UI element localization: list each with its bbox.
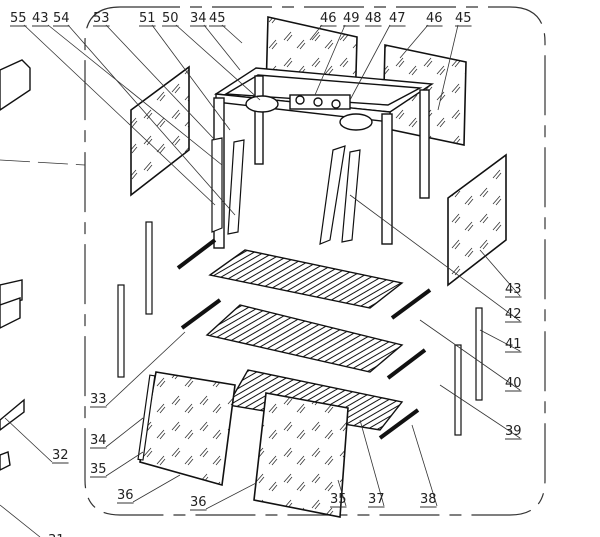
glass-panel-front-right xyxy=(253,392,349,518)
leader-lines xyxy=(0,24,521,537)
callout-label: 46 xyxy=(426,11,443,26)
callout-label: 48 xyxy=(365,11,382,26)
side-rack-right-back xyxy=(475,307,483,401)
callout-label: 32 xyxy=(52,448,69,463)
side-rack-right-front xyxy=(454,344,462,436)
callout-label: 38 xyxy=(420,492,437,507)
rail-43 xyxy=(319,145,346,245)
callout-label: 37 xyxy=(368,492,385,507)
callout-label: 43 xyxy=(505,282,522,297)
callout-label: 41 xyxy=(505,337,522,352)
callout-label: 47 xyxy=(389,11,406,26)
callout-label: 45 xyxy=(455,11,472,26)
runner xyxy=(176,238,217,270)
callout-labels: 55 43 54 53 51 50 34 45 46 49 48 47 46 4… xyxy=(10,11,522,537)
callout-label: 36 xyxy=(190,495,207,510)
callout-label: 42 xyxy=(505,307,522,322)
top-frame xyxy=(213,67,435,249)
callout-label: 40 xyxy=(505,376,522,391)
callout-label: 45 xyxy=(209,11,226,26)
callout-label: 55 xyxy=(10,11,27,26)
rail-53 xyxy=(211,137,223,233)
burner-left xyxy=(245,95,279,113)
callout-label: 39 xyxy=(505,424,522,439)
callout-label: 53 xyxy=(93,11,110,26)
side-rack-left-front xyxy=(117,284,125,378)
side-rack-left-back xyxy=(145,221,153,315)
runner xyxy=(378,408,420,440)
callout-label: 35 xyxy=(330,492,347,507)
callout-label: 33 xyxy=(90,392,107,407)
grill-middle xyxy=(205,304,404,373)
glass-panel-front-left xyxy=(139,371,236,487)
external-parts-left xyxy=(0,59,31,471)
runner xyxy=(390,288,432,320)
leader-dash xyxy=(0,159,86,166)
callout-label: 35 xyxy=(90,462,107,477)
callout-label: 31 xyxy=(48,533,65,537)
callout-label: 46 xyxy=(320,11,337,26)
callout-label: 50 xyxy=(162,11,179,26)
callout-label: 43 xyxy=(32,11,49,26)
burner-right xyxy=(339,113,373,131)
callout-label: 51 xyxy=(139,11,156,26)
grill-top xyxy=(208,249,404,309)
callout-label: 54 xyxy=(53,11,70,26)
runner xyxy=(180,298,222,330)
assembly-boundary xyxy=(84,6,546,516)
glass-panel-left-side xyxy=(130,65,190,197)
runner xyxy=(386,348,427,380)
callout-label: 34 xyxy=(90,433,107,448)
glass-edge-trim xyxy=(137,374,156,461)
glass-panel-right-side xyxy=(447,153,507,287)
callout-label: 49 xyxy=(343,11,360,26)
callout-label: 34 xyxy=(190,11,207,26)
callout-label: 36 xyxy=(117,488,134,503)
rail-54 xyxy=(227,139,245,235)
